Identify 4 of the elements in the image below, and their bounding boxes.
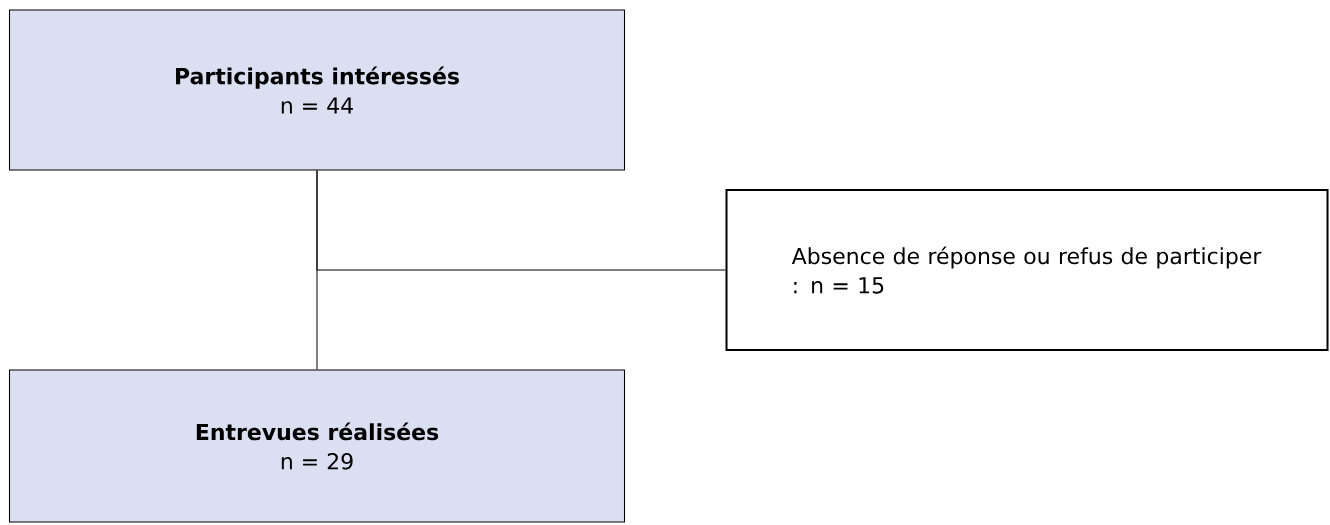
process-box: Participants intéressés n = 44	[8, 9, 626, 171]
connector-line	[316, 170, 726, 271]
process-box: Entrevues réalisées n = 29	[8, 369, 626, 523]
exclusion-box: Absence de réponse ou refus de participer : n = 15	[725, 189, 1329, 351]
